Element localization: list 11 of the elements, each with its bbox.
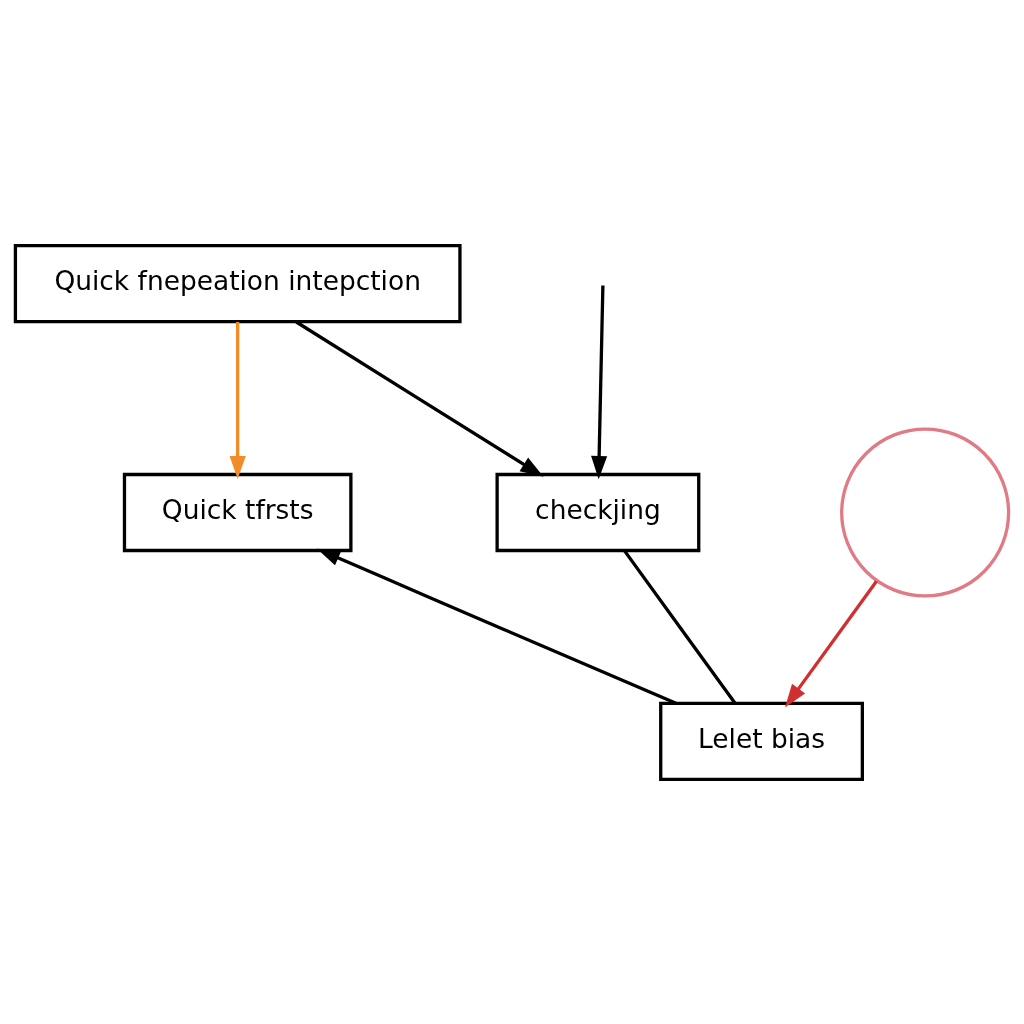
arrow xyxy=(229,321,246,479)
node-circle xyxy=(840,426,1011,598)
arrow xyxy=(591,284,608,479)
arrow xyxy=(295,320,544,477)
arrow xyxy=(316,548,677,705)
connector xyxy=(623,549,737,704)
node-box: Quick fnepeation intepction xyxy=(13,243,462,323)
node-box: checkjing xyxy=(495,472,701,552)
node-box: Lelet bias xyxy=(659,701,864,781)
node-box: Quick tfrsts xyxy=(122,472,353,552)
arrow xyxy=(785,579,878,707)
